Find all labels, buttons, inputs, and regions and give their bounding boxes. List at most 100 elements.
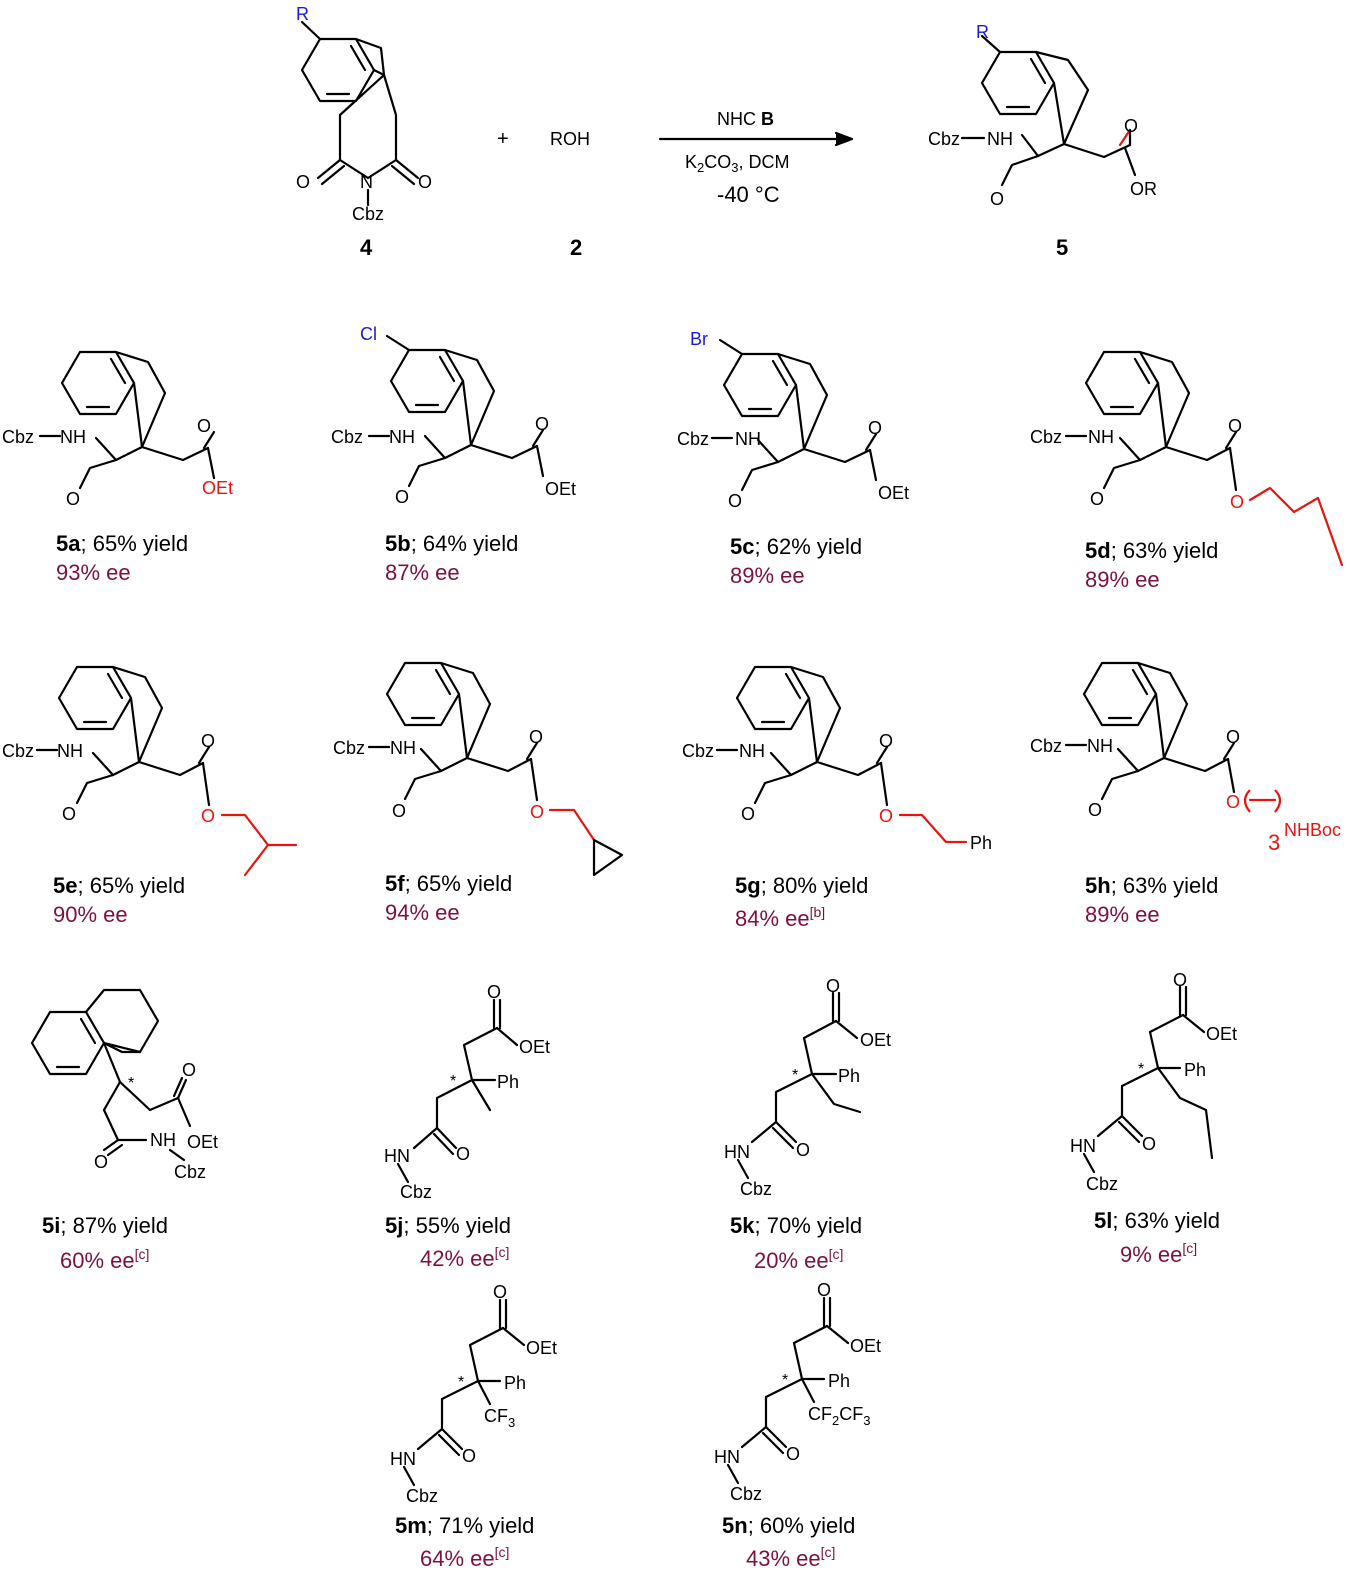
atom-label: O: [182, 1060, 196, 1080]
atom-label: HN: [1070, 1136, 1096, 1156]
atom-label: O: [201, 731, 215, 751]
caption-5f: 5f; 65% yield: [385, 871, 512, 896]
reaction-arrow: [658, 131, 854, 147]
atom-label: *: [1138, 1061, 1144, 1078]
caption-5j: 5j; 55% yield: [385, 1213, 511, 1238]
atom-label: HN: [390, 1449, 416, 1469]
ee-5k: 20% ee[c]: [754, 1246, 843, 1273]
atom-label: O: [201, 806, 215, 826]
atom-label: *: [782, 1372, 788, 1389]
caption-5b: 5b; 64% yield: [385, 531, 518, 556]
structure-5c: Br Cbz NH O OEt O: [677, 329, 909, 511]
carbonyl-o-left: O: [296, 172, 310, 192]
atom-label: Cbz: [682, 741, 714, 761]
atom-label: Ph: [497, 1072, 519, 1092]
compound-label-5: 5: [1056, 235, 1068, 260]
atom-label: Cbz: [406, 1486, 438, 1506]
atom-label: Ph: [970, 833, 992, 853]
atom-label: O: [879, 731, 893, 751]
atom-label: OEt: [519, 1037, 550, 1057]
atom-label: Ph: [504, 1373, 526, 1393]
roh-label: ROH: [550, 129, 590, 149]
atom-label: Ph: [838, 1066, 860, 1086]
structure-5e: Cbz NH O O O: [2, 665, 298, 877]
ee-5i: 60% ee[c]: [60, 1246, 149, 1273]
atom-label: NH: [739, 741, 765, 761]
atom-label: O: [94, 1152, 108, 1172]
atom-label: Ph: [828, 1371, 850, 1391]
structure-5b: Cl Cbz NH O OEt O: [331, 324, 576, 507]
ee-5e: 90% ee: [53, 902, 128, 927]
atom-label: NH: [150, 1130, 176, 1150]
atom-label: O: [530, 802, 544, 822]
caption-5l: 5l; 63% yield: [1094, 1208, 1220, 1233]
ee-5n: 43% ee[c]: [746, 1544, 835, 1571]
atom-label: O: [197, 416, 211, 436]
imide-n: N: [360, 172, 373, 192]
atom-label: O: [817, 1280, 831, 1300]
cbz-label: Cbz: [928, 129, 960, 149]
atom-label: Cbz: [677, 429, 709, 449]
atom-label: OEt: [850, 1336, 881, 1356]
caption-5e: 5e; 65% yield: [53, 873, 185, 898]
structure-5a: Cbz NH O OEt O: [2, 350, 233, 509]
plus-sign: +: [497, 128, 509, 150]
amide-carbonyl-o: O: [990, 189, 1004, 209]
atom-label: Cbz: [740, 1179, 772, 1199]
compound-label-2: 2: [570, 235, 582, 260]
atom-label: NH: [60, 427, 86, 447]
carbonyl-o-right: O: [418, 172, 432, 192]
atom-label: O: [456, 1144, 470, 1164]
atom-label: Cbz: [1030, 427, 1062, 447]
benzene-ring: [300, 37, 376, 103]
ee-5j: 42% ee[c]: [420, 1244, 509, 1271]
or-label: OR: [1130, 179, 1157, 199]
atom-label: NH: [389, 427, 415, 447]
structure-5i: * O OEt O NH Cbz: [30, 988, 218, 1182]
nh-label: NH: [987, 129, 1013, 149]
cf3-label: CF3: [484, 1406, 515, 1430]
atom-label: O: [728, 491, 742, 511]
atom-label: O: [1230, 492, 1244, 512]
atom-label: O: [1226, 792, 1240, 812]
atom-label: Cl: [360, 324, 377, 344]
structure-5n: O OEt * Ph CF2CF3 HN O Cbz: [714, 1280, 881, 1504]
atom-label: O: [1226, 727, 1240, 747]
atom-label: Cbz: [1030, 736, 1062, 756]
atom-label: O: [879, 806, 893, 826]
atom-label: NHBoc: [1284, 820, 1341, 840]
caption-5n: 5n; 60% yield: [722, 1513, 855, 1538]
atom-label: O: [395, 487, 409, 507]
atom-label: O: [868, 418, 882, 438]
atom-label: NH: [1087, 736, 1113, 756]
ee-5f: 94% ee: [385, 900, 460, 925]
caption-5a: 5a; 65% yield: [56, 531, 188, 556]
atom-label: O: [826, 976, 840, 996]
atom-label: *: [458, 1374, 464, 1391]
atom-label: O: [487, 982, 501, 1002]
atom-label: OEt: [545, 479, 576, 499]
ee-5h: 89% ee: [1085, 902, 1160, 927]
atom-label: Cbz: [331, 427, 363, 447]
atom-label: Cbz: [400, 1182, 432, 1202]
atom-label: O: [1173, 970, 1187, 990]
ester-carbonyl-o: O: [1124, 116, 1138, 136]
atom-label: Br: [690, 329, 708, 349]
atom-label: OEt: [878, 483, 909, 503]
ee-5m: 64% ee[c]: [420, 1544, 509, 1571]
atom-label: O: [796, 1140, 810, 1160]
cf2cf3-label: CF2CF3: [808, 1404, 870, 1428]
atom-label: OEt: [860, 1030, 891, 1050]
atom-label: O: [741, 804, 755, 824]
atom-label: Cbz: [2, 427, 34, 447]
structure-5k: O OEt * Ph HN O Cbz: [724, 976, 891, 1199]
catalyst-text: NHC B: [717, 109, 774, 129]
atom-label: *: [450, 1073, 456, 1090]
atom-label: Cbz: [1086, 1174, 1118, 1194]
ee-5b: 87% ee: [385, 560, 460, 585]
atom-label: 3: [1268, 830, 1280, 855]
structure-5d: Cbz NH O O O: [1030, 350, 1344, 567]
atom-label: O: [535, 414, 549, 434]
temperature-text: -40 °C: [717, 182, 780, 207]
